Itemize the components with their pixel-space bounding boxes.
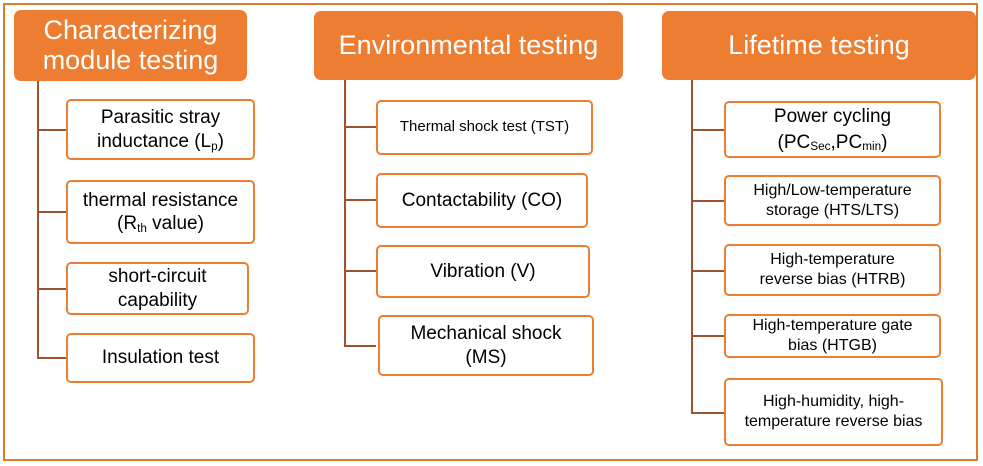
connector-branch [37,211,66,213]
item-text: short-circuit [108,266,207,288]
item-high-low-temperature-storage: High/Low-temperature storage (HTS/LTS) [724,175,941,226]
item-text: High-temperature gate [752,317,913,335]
connector-branch [691,412,724,414]
item-text: thermal resistance [82,189,239,211]
connector-branch [344,345,376,347]
item-thermal-resistance: thermal resistance (Rth value) [66,180,255,244]
item-text: Mechanical shock [410,323,562,345]
item-contactability: Contactability (CO) [376,173,588,228]
item-text: ,PC [830,131,863,153]
item-text: (R [117,213,138,234]
item-text: Thermal shock test (TST) [399,118,570,136]
item-vibration: Vibration (V) [376,245,590,298]
connector-trunk [691,80,693,413]
item-subscript: min [862,139,882,153]
item-parasitic-stray-inductance: Parasitic stray inductance (Lp) [66,99,255,160]
item-insulation-test: Insulation test [66,333,255,383]
item-text: ) [881,131,888,153]
item-text: High-humidity, high- [762,393,905,411]
item-subscript: th [137,221,147,235]
connector-branch [691,200,724,202]
header-line-1: Characterizing [43,15,218,46]
connector-branch [37,288,66,290]
connector-branch [691,270,724,272]
item-power-cycling: Power cycling (PCSec,PCmin) [724,101,941,158]
item-text: value) [146,213,204,234]
header-characterizing-module-testing: Characterizing module testing [14,10,247,81]
connector-branch [37,357,66,359]
item-text: Power cycling [773,105,892,127]
connector-trunk [344,80,346,346]
connector-branch [691,335,724,337]
connector-branch [344,270,376,272]
item-text: Parasitic stray [100,107,221,129]
header-environmental-testing: Environmental testing [314,11,623,80]
item-thermal-shock-test: Thermal shock test (TST) [376,100,593,155]
item-subscript: Sec [810,139,831,153]
item-htrb: High-temperature reverse bias (HTRB) [724,244,941,296]
item-text: temperature reverse bias [744,413,923,430]
diagram-frame [3,3,978,461]
item-text: bias (HTGB) [788,337,877,354]
header-line-2: module testing [42,44,219,75]
item-text: capability [117,289,198,311]
item-htgb: High-temperature gate bias (HTGB) [724,314,941,358]
connector-trunk [37,81,39,358]
connector-branch [344,126,376,128]
item-text: Contactability (CO) [401,189,563,211]
item-mechanical-shock: Mechanical shock (MS) [378,315,594,376]
item-text: storage (HTS/LTS) [765,201,900,219]
item-text: reverse bias (HTRB) [759,271,906,288]
item-text: High/Low-temperature [753,181,912,199]
item-high-humidity-reverse-bias: High-humidity, high- temperature reverse… [724,378,943,446]
item-text: Insulation test [101,347,220,369]
item-subscript: p [211,139,218,153]
item-text: Vibration (V) [430,260,536,282]
item-text: High-temperature [770,251,895,269]
header-text: Lifetime testing [728,29,910,60]
item-text: inductance (L [97,130,212,152]
connector-branch [691,129,724,131]
header-lifetime-testing: Lifetime testing [662,11,976,80]
item-text: ) [217,130,224,152]
header-text: Environmental testing [338,29,599,60]
item-text: (PC [777,131,811,153]
connector-branch [344,199,376,201]
item-text: (MS) [465,346,507,368]
connector-branch [37,129,66,131]
item-short-circuit-capability: short-circuit capability [66,262,249,315]
